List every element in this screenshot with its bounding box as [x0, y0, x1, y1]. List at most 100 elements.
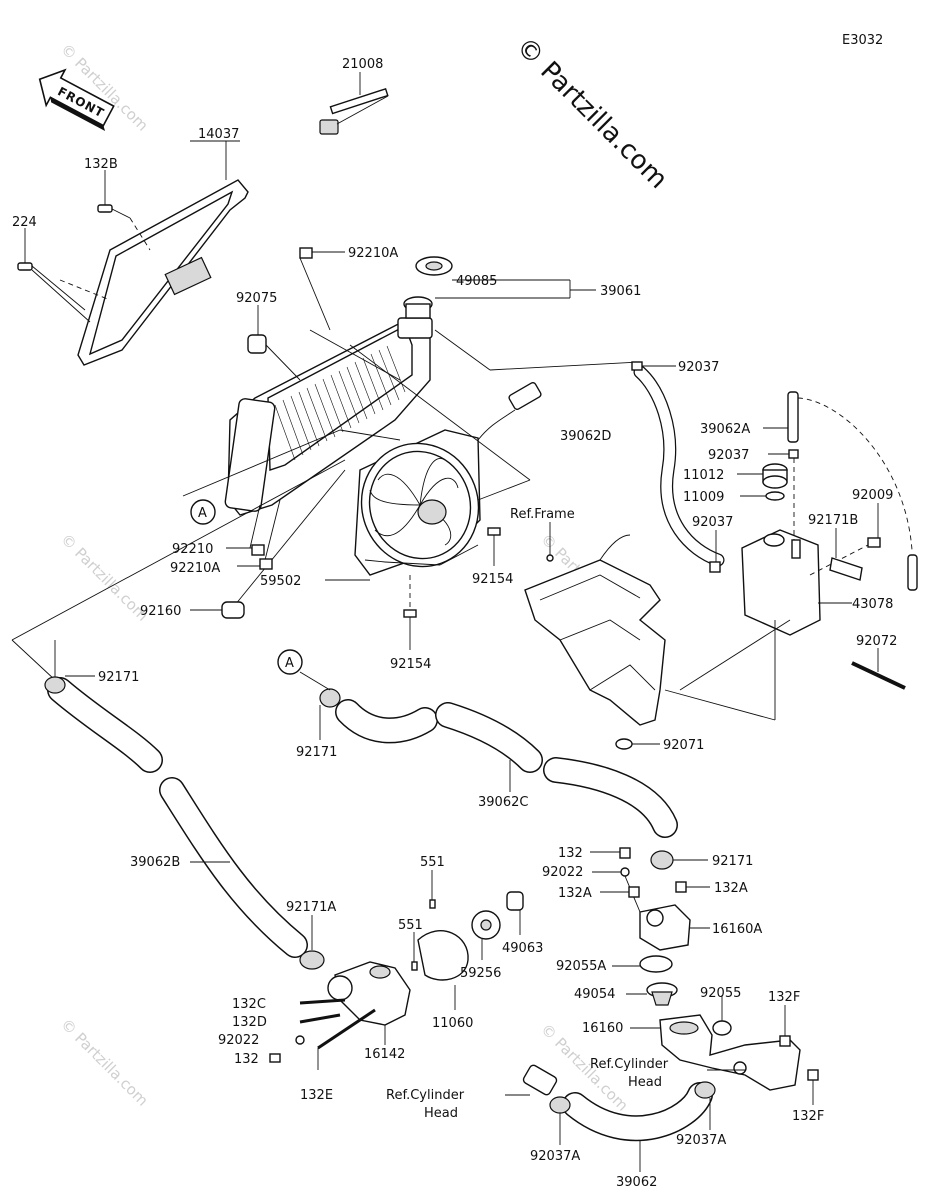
label-39062b: 39062B — [130, 855, 180, 870]
label-39062d: 39062D — [560, 429, 611, 444]
hose-39062b — [47, 677, 308, 958]
frame-reference — [524, 522, 666, 726]
thermostat-cover-16160a — [639, 904, 710, 951]
label-92160: 92160 — [140, 604, 181, 619]
label-21008: 21008 — [342, 57, 383, 72]
label-132f-bottom: 132F — [792, 1109, 824, 1124]
watermark-layer: © Partzilla.com © Partzilla.com © Partzi… — [57, 40, 632, 1115]
label-551-b: 551 — [398, 918, 423, 933]
label-551-a: 551 — [420, 855, 445, 870]
label-49054: 49054 — [574, 987, 615, 1002]
label-92171b: 92171B — [808, 513, 858, 528]
clamp-92037a-left — [549, 1096, 571, 1145]
label-59256: 59256 — [460, 966, 501, 981]
bolt-92154-bottom — [403, 575, 417, 650]
label-92071: 92071 — [663, 738, 704, 753]
watermark-2: © Partzilla.com — [57, 530, 152, 625]
hose-39062c — [335, 699, 678, 838]
part-labels: 21008 14037 132B 224 92210A 49085 39061 … — [12, 57, 897, 1190]
grommet-92071 — [615, 738, 660, 750]
callout-a-bottom-label: A — [285, 656, 294, 671]
gasket-11009 — [740, 491, 785, 501]
label-92154-right: 92154 — [472, 572, 513, 587]
label-16142: 16142 — [364, 1047, 405, 1062]
tank-cap-11012 — [737, 463, 788, 489]
copyright-text: © Partzilla.com — [510, 32, 673, 195]
callout-a-top-label: A — [198, 506, 207, 521]
callout-a-bottom: A — [277, 649, 303, 675]
hose-39062a — [763, 391, 918, 591]
clamp-92037-tank — [768, 449, 799, 540]
label-92037-mid: 92037 — [692, 515, 733, 530]
fan-switch-21008 — [319, 72, 389, 135]
label-92055a: 92055A — [556, 959, 606, 974]
oring-92055a — [612, 955, 673, 973]
label-92075: 92075 — [236, 291, 277, 306]
clamp-92171-mid — [299, 671, 341, 740]
label-11012: 11012 — [683, 468, 724, 483]
label-132a-right: 132A — [714, 881, 748, 896]
label-11060: 11060 — [432, 1016, 473, 1031]
label-92022-bottom: 92022 — [218, 1033, 259, 1048]
label-16160: 16160 — [582, 1021, 623, 1036]
diagram-code: E3032 — [842, 33, 883, 48]
bolt-92154-right — [487, 527, 501, 566]
label-92055: 92055 — [700, 986, 741, 1001]
label-92072: 92072 — [856, 634, 897, 649]
label-ref-cylinder-right-2: Head — [628, 1075, 662, 1090]
radiator-screen-14037 — [77, 140, 249, 366]
leader-lines — [11, 329, 531, 681]
seal-49063 — [506, 891, 524, 935]
label-39061: 39061 — [600, 284, 641, 299]
label-92037-top: 92037 — [678, 360, 719, 375]
bolts-132c-132d-132e — [269, 998, 376, 1070]
label-92171a: 92171A — [286, 900, 336, 915]
hose-39062d — [434, 329, 725, 567]
label-14037: 14037 — [198, 127, 239, 142]
bolt-132f-bottom — [807, 1069, 819, 1105]
cylinder-head-fitting — [505, 1064, 558, 1096]
label-92210a-low: 92210A — [170, 561, 220, 576]
label-92171-left: 92171 — [98, 670, 139, 685]
clamp-92037-mid — [709, 530, 721, 573]
grommet-92075 — [247, 305, 301, 381]
bolt-132b — [97, 170, 151, 251]
label-132d: 132D — [232, 1015, 267, 1030]
pins-551 — [411, 870, 436, 971]
label-92009: 92009 — [852, 488, 893, 503]
label-132b: 132B — [84, 157, 118, 172]
clamp-92171-right — [650, 850, 708, 870]
label-92171-right: 92171 — [712, 854, 753, 869]
label-92037a-right: 92037A — [676, 1133, 726, 1148]
radiator-cap-49085 — [415, 256, 596, 299]
label-ref-cylinder-left-1: Ref.Cylinder — [386, 1088, 465, 1103]
label-16160a: 16160A — [712, 922, 762, 937]
clip-92210 — [226, 544, 265, 556]
label-ref-cylinder-left-2: Head — [424, 1106, 458, 1121]
label-132f-top: 132F — [768, 990, 800, 1005]
label-132a-left: 132A — [558, 886, 592, 901]
label-132-bottom: 132 — [234, 1052, 259, 1067]
label-59502: 59502 — [260, 574, 301, 589]
label-11009: 11009 — [683, 490, 724, 505]
label-ref-cylinder-right-1: Ref.Cylinder — [590, 1057, 669, 1072]
clip-92210a-top — [299, 247, 345, 331]
clamp-92171-left — [44, 640, 95, 694]
label-39062c: 39062C — [478, 795, 528, 810]
gasket-11060 — [417, 930, 469, 1010]
bolt-92009 — [809, 503, 881, 576]
bolt-132a-right — [675, 881, 710, 893]
label-92022-top: 92022 — [542, 865, 583, 880]
watermark-4: © Partzilla.com — [57, 1015, 152, 1110]
oring-92055 — [712, 995, 732, 1036]
label-92154-bottom: 92154 — [390, 657, 431, 672]
label-ref-frame: Ref.Frame — [510, 507, 575, 522]
bolt-132a-left — [600, 886, 640, 898]
bolt-132f-top — [779, 1005, 791, 1047]
reservoir-tank-43078 — [664, 529, 852, 721]
clamp-92037a-right — [694, 1081, 716, 1130]
grommet-92160 — [190, 601, 245, 619]
clip-92210a-low — [237, 558, 273, 570]
label-43078: 43078 — [852, 597, 893, 612]
